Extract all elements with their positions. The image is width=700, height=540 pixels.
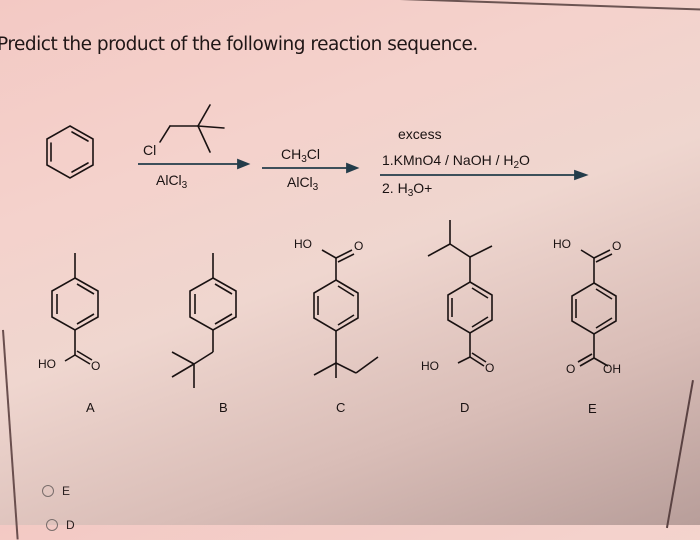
option-a-o-label: O	[91, 359, 101, 373]
structure-option-c	[313, 249, 379, 378]
option-c-letter: C	[336, 400, 346, 415]
question-text: Predict the product of the following rea…	[0, 34, 478, 55]
option-c-ho-label: HO	[294, 237, 312, 251]
option-e-ho-label: HO	[553, 237, 571, 251]
neopentyl-chloride-structure	[159, 104, 225, 153]
step3-excess-label: excess	[398, 126, 442, 142]
step1-catalyst-label: AlCl3	[156, 172, 188, 191]
step3-line2-label: 2. H3O+	[382, 180, 433, 199]
reaction-scheme: Cl AlCl3 CH3Cl AlCl3 excess 1.KMnO4 / Na…	[38, 104, 622, 416]
step2-reagent-label: CH3Cl	[281, 146, 321, 165]
option-d-letter: D	[460, 400, 470, 415]
option-a-ho-label: HO	[38, 357, 56, 371]
answer-label-d: D	[66, 518, 75, 532]
option-c-o-label: O	[354, 239, 364, 253]
structure-option-e	[571, 249, 617, 367]
reagent-cl-label: Cl	[143, 142, 157, 158]
option-e-o-bottom-label: O	[566, 362, 576, 376]
option-a-letter: A	[86, 400, 95, 415]
option-e-o-top-label: O	[612, 239, 622, 253]
option-d-o-label: O	[485, 361, 495, 375]
structure-option-d	[427, 220, 493, 367]
structure-option-a	[51, 253, 99, 365]
answer-choice-d[interactable]: D	[46, 518, 75, 532]
answer-label-e: E	[62, 484, 71, 498]
option-e-oh-label: OH	[603, 362, 621, 376]
option-b-letter: B	[219, 400, 228, 415]
radio-button-d[interactable]	[46, 519, 58, 531]
answer-choice-e[interactable]: E	[42, 484, 70, 498]
step3-line1-label: 1.KMnO4 / NaOH / H2O	[382, 152, 530, 171]
structure-option-b	[171, 253, 237, 388]
benzene-starting-material	[46, 125, 94, 179]
step2-catalyst-label: AlCl3	[287, 174, 319, 193]
option-d-ho-label: HO	[421, 359, 439, 373]
structures-svg	[46, 104, 617, 388]
option-e-letter: E	[588, 401, 597, 416]
radio-button-e[interactable]	[42, 485, 54, 497]
